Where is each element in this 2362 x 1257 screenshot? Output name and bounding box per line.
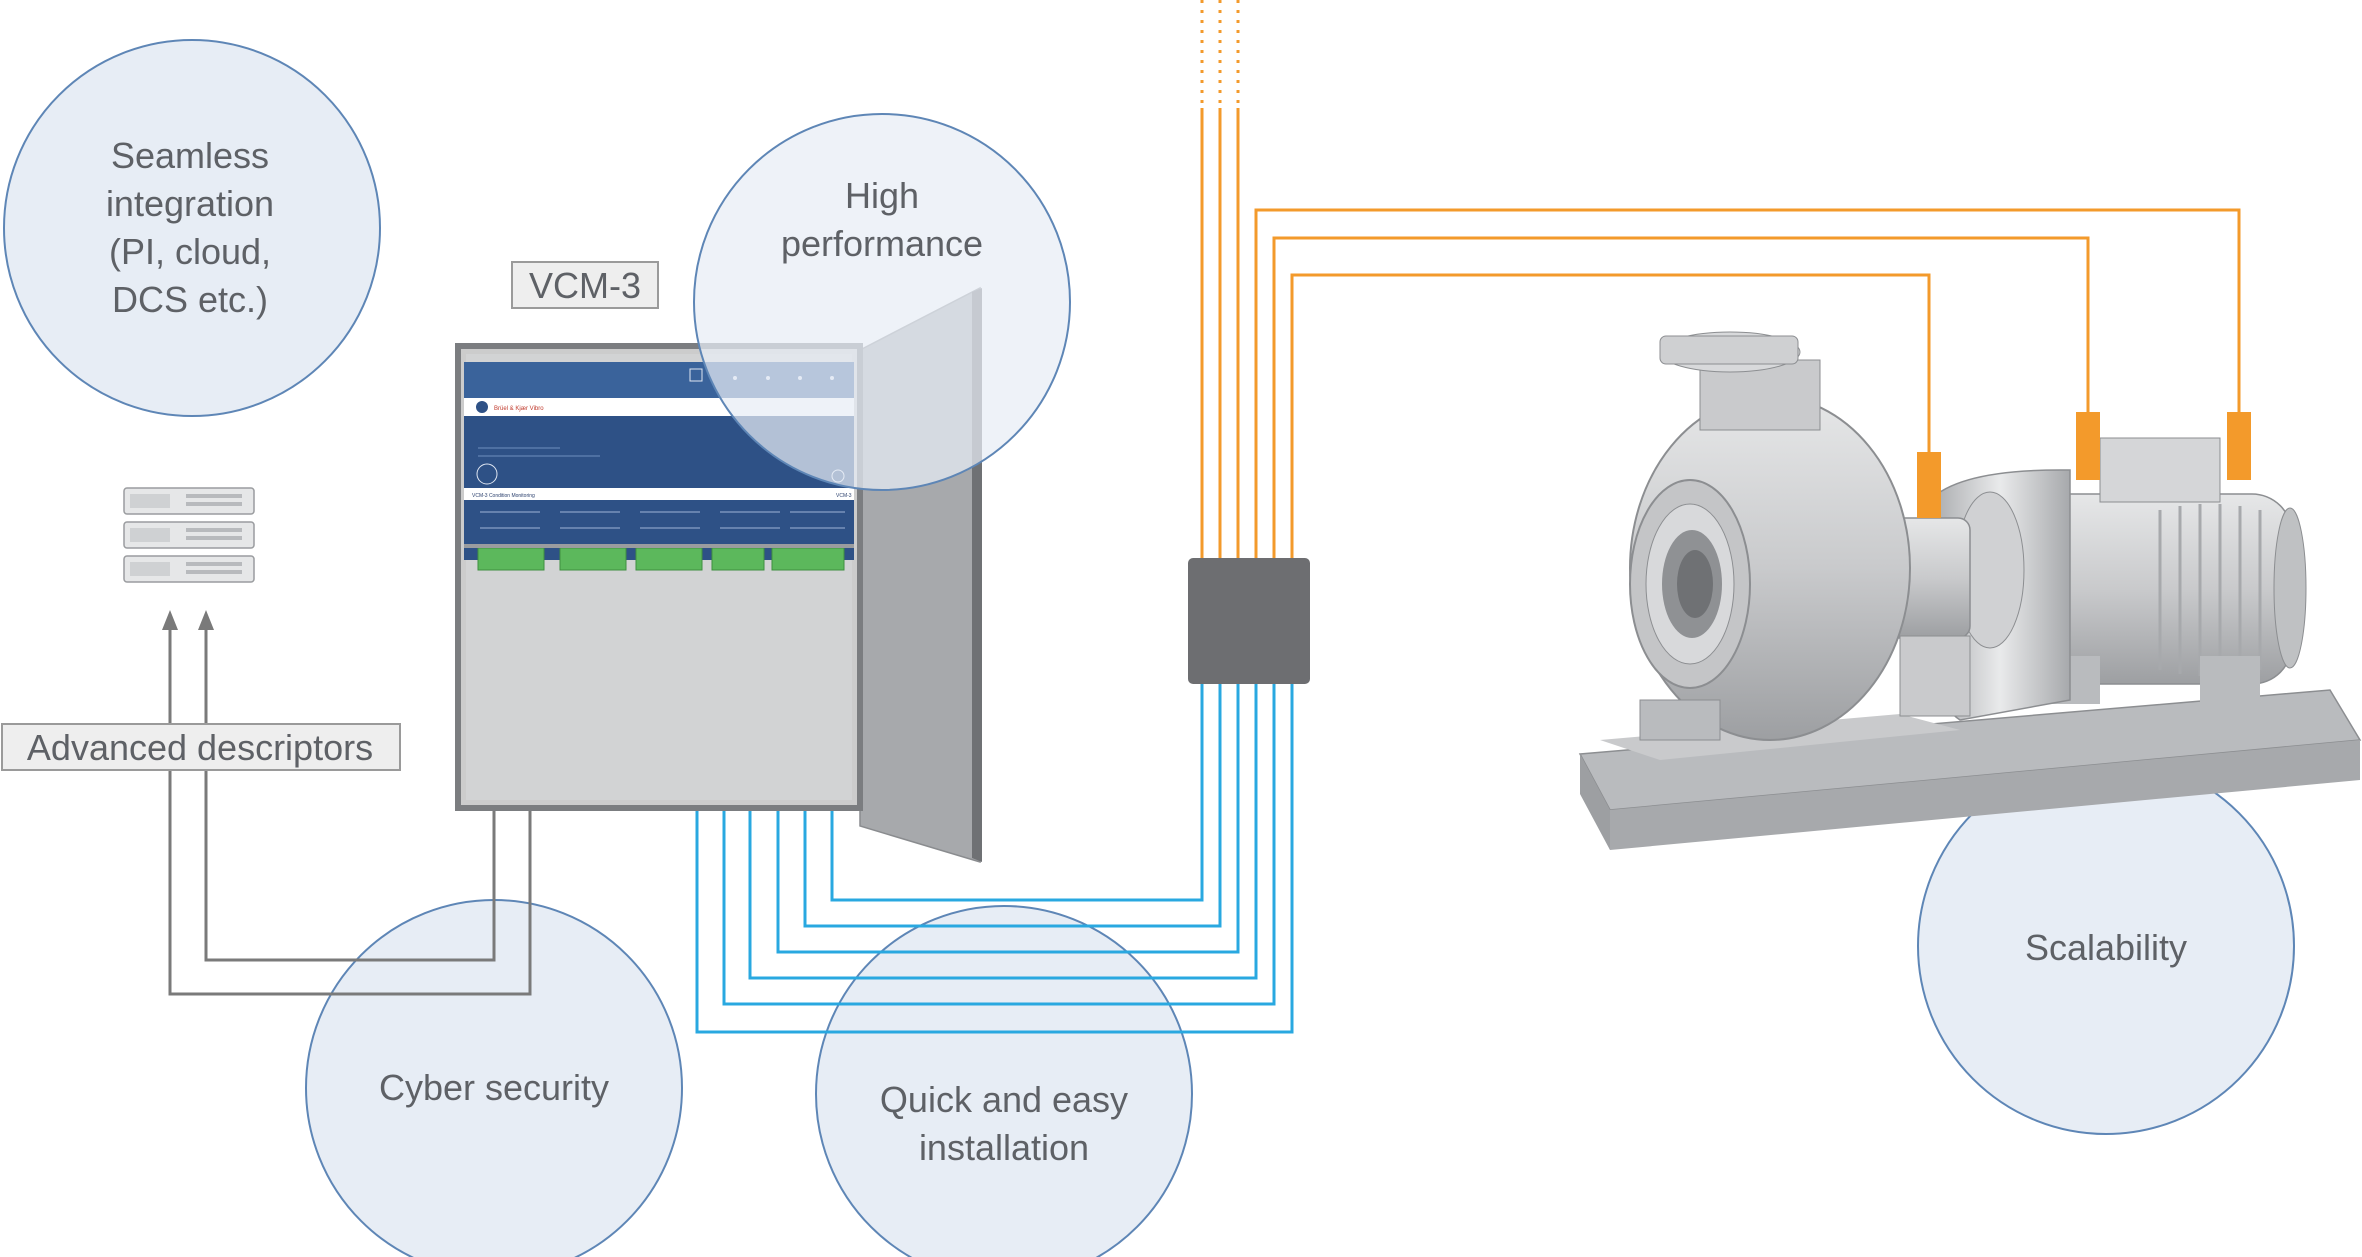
seamless-line-4: DCS etc.): [112, 279, 268, 320]
server-rack-icon: [123, 487, 255, 583]
high-performance-line-2: performance: [781, 223, 983, 264]
orange-sensor-cables: [1200, 0, 2241, 560]
bubble-quick-easy-installation: [815, 905, 1193, 1257]
panel-model: VCM-3: [836, 493, 852, 499]
installation-line-1: Quick and easy: [880, 1079, 1128, 1120]
bubble-seamless-integration: [3, 39, 381, 417]
gray-arrowheads: [162, 610, 214, 630]
high-performance-line-1: High: [845, 175, 919, 216]
bubble-texts: Seamless integration (PI, cloud, DCS etc…: [106, 135, 2187, 1168]
scalability-label: Scalability: [2025, 927, 2187, 968]
advanced-descriptors-label: Advanced descriptors: [27, 727, 373, 768]
seamless-line-1: Seamless: [111, 135, 269, 176]
panel-product: VCM-3 Condition Monitoring: [472, 493, 535, 499]
seamless-line-2: integration: [106, 183, 274, 224]
centrifugal-pump-icon: [1578, 331, 2362, 850]
panel-brand: Brüel & Kjær Vibro: [494, 406, 544, 412]
installation-line-2: installation: [919, 1127, 1089, 1168]
junction-box-icon: [1188, 558, 1310, 684]
seamless-line-3: (PI, cloud,: [109, 231, 271, 272]
vibration-sensors: [1917, 412, 2251, 518]
advanced-descriptors-box: [1, 723, 401, 771]
vcm-label-box: [511, 261, 659, 309]
vcm-label: VCM-3: [529, 265, 641, 306]
cyber-security-label: Cyber security: [379, 1067, 609, 1108]
bubble-high-performance: [693, 113, 1071, 491]
